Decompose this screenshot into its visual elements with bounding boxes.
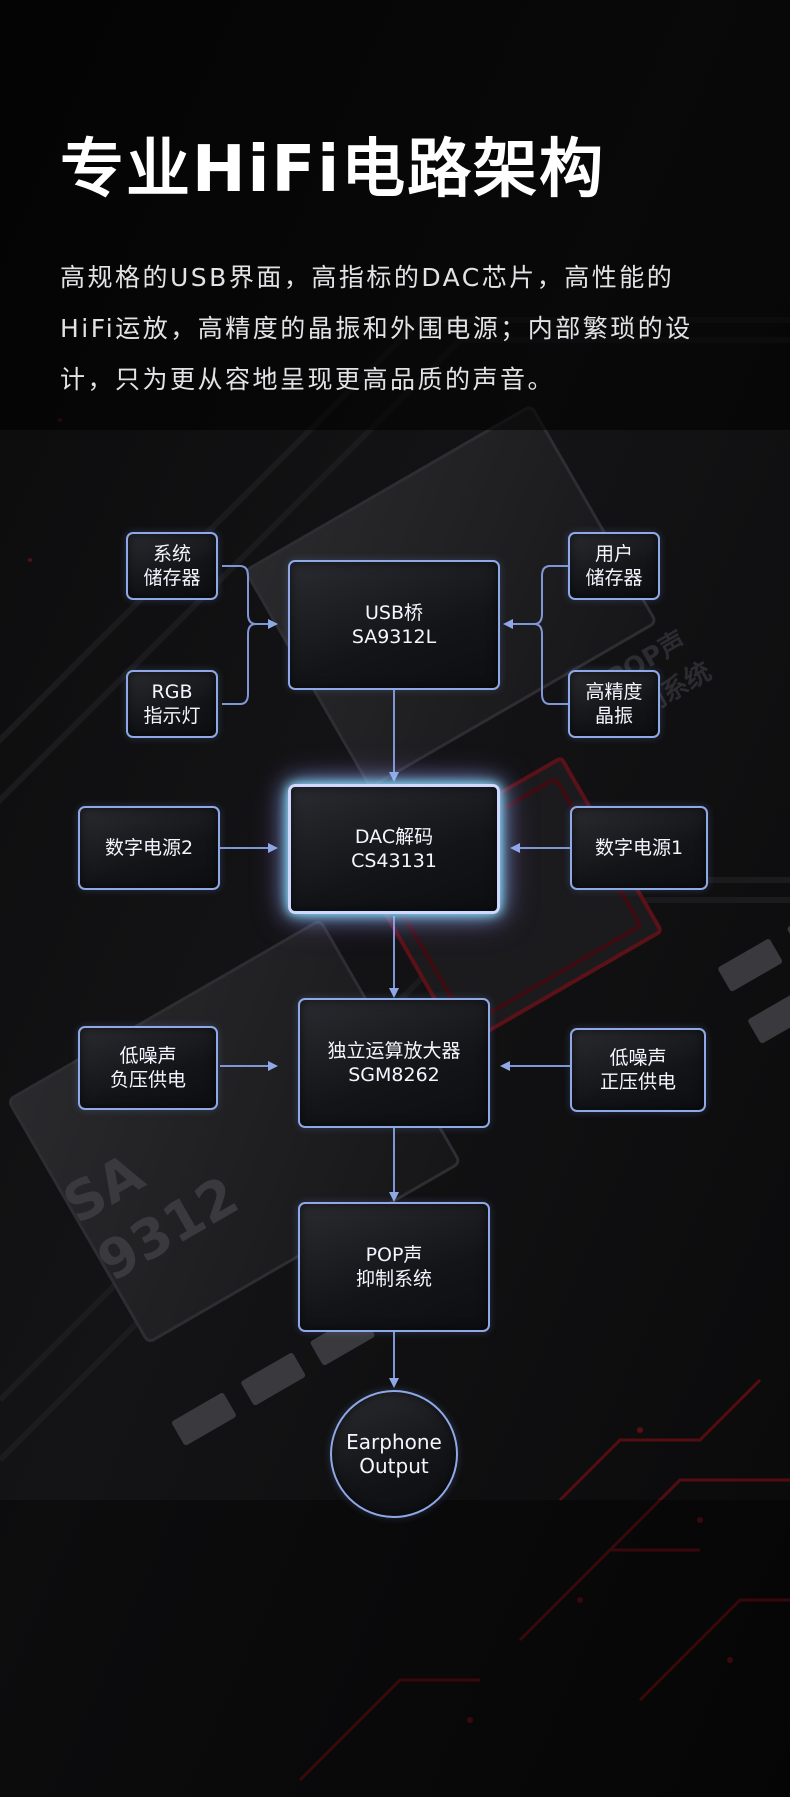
node-user-storage-line-2: 储存器 — [585, 567, 643, 589]
node-pop-suppression-line-1: POP声 — [365, 1244, 423, 1266]
node-rgb-indicator: RGB 指示灯 — [126, 670, 218, 738]
connector-left-bracket — [222, 565, 257, 705]
node-dac-decoder-line-1: DAC解码 — [354, 826, 434, 848]
description-line-1: 高规格的USB界面，高指标的DAC芯片，高性能的 — [60, 263, 675, 292]
description-line-2: HiFi运放，高精度的晶振和外围电源；内部繁琐的设 — [60, 314, 693, 343]
node-earphone-output-line-2: Output — [359, 1454, 429, 1478]
node-earphone-output: Earphone Output — [330, 1390, 458, 1518]
node-usb-bridge-line-2: SA9312L — [351, 626, 437, 648]
node-op-amp: 独立运算放大器 SGM8262 — [298, 998, 490, 1128]
node-negative-supply-line-2: 负压供电 — [109, 1069, 186, 1091]
node-user-storage: 用户 储存器 — [568, 532, 660, 600]
page-title: 专业HiFi电路架构 — [60, 133, 606, 207]
node-crystal-oscillator-line-1: 高精度 — [585, 681, 643, 703]
node-negative-supply-line-1: 低噪声 — [119, 1045, 177, 1067]
node-pop-suppression-line-2: 抑制系统 — [355, 1268, 432, 1290]
node-positive-supply-line-2: 正压供电 — [599, 1071, 676, 1093]
description-line-3: 计，只为更从容地呈现更高品质的声音。 — [60, 365, 556, 394]
node-digital-power-2-label: 数字电源2 — [104, 837, 194, 859]
node-rgb-indicator-line-2: 指示灯 — [143, 705, 201, 727]
node-crystal-oscillator-line-2: 晶振 — [594, 705, 633, 727]
node-dac-decoder: DAC解码 CS43131 — [288, 784, 500, 914]
node-digital-power-1: 数字电源1 — [570, 806, 708, 890]
connector-right-bracket — [533, 565, 568, 705]
bg-red-traces — [298, 1378, 790, 1782]
node-system-storage-line-2: 储存器 — [143, 567, 201, 589]
node-digital-power-1-label: 数字电源1 — [594, 837, 684, 859]
node-positive-supply: 低噪声 正压供电 — [570, 1028, 706, 1112]
node-usb-bridge: USB桥 SA9312L — [288, 560, 500, 690]
node-op-amp-line-1: 独立运算放大器 — [327, 1040, 461, 1062]
node-negative-supply: 低噪声 负压供电 — [78, 1026, 218, 1110]
node-system-storage-line-1: 系统 — [152, 543, 191, 565]
page-description: 高规格的USB界面，高指标的DAC芯片，高性能的 HiFi运放，高精度的晶振和外… — [60, 252, 740, 405]
node-user-storage-line-1: 用户 — [594, 543, 633, 565]
node-crystal-oscillator: 高精度 晶振 — [568, 670, 660, 738]
node-digital-power-2: 数字电源2 — [78, 806, 220, 890]
node-usb-bridge-line-1: USB桥 — [364, 602, 423, 624]
node-system-storage: 系统 储存器 — [126, 532, 218, 600]
node-op-amp-line-2: SGM8262 — [348, 1064, 440, 1086]
node-pop-suppression: POP声 抑制系统 — [298, 1202, 490, 1332]
node-positive-supply-line-1: 低噪声 — [609, 1047, 667, 1069]
node-rgb-indicator-line-1: RGB — [151, 681, 193, 703]
node-dac-decoder-line-2: CS43131 — [351, 850, 437, 872]
node-earphone-output-line-1: Earphone — [346, 1430, 442, 1454]
